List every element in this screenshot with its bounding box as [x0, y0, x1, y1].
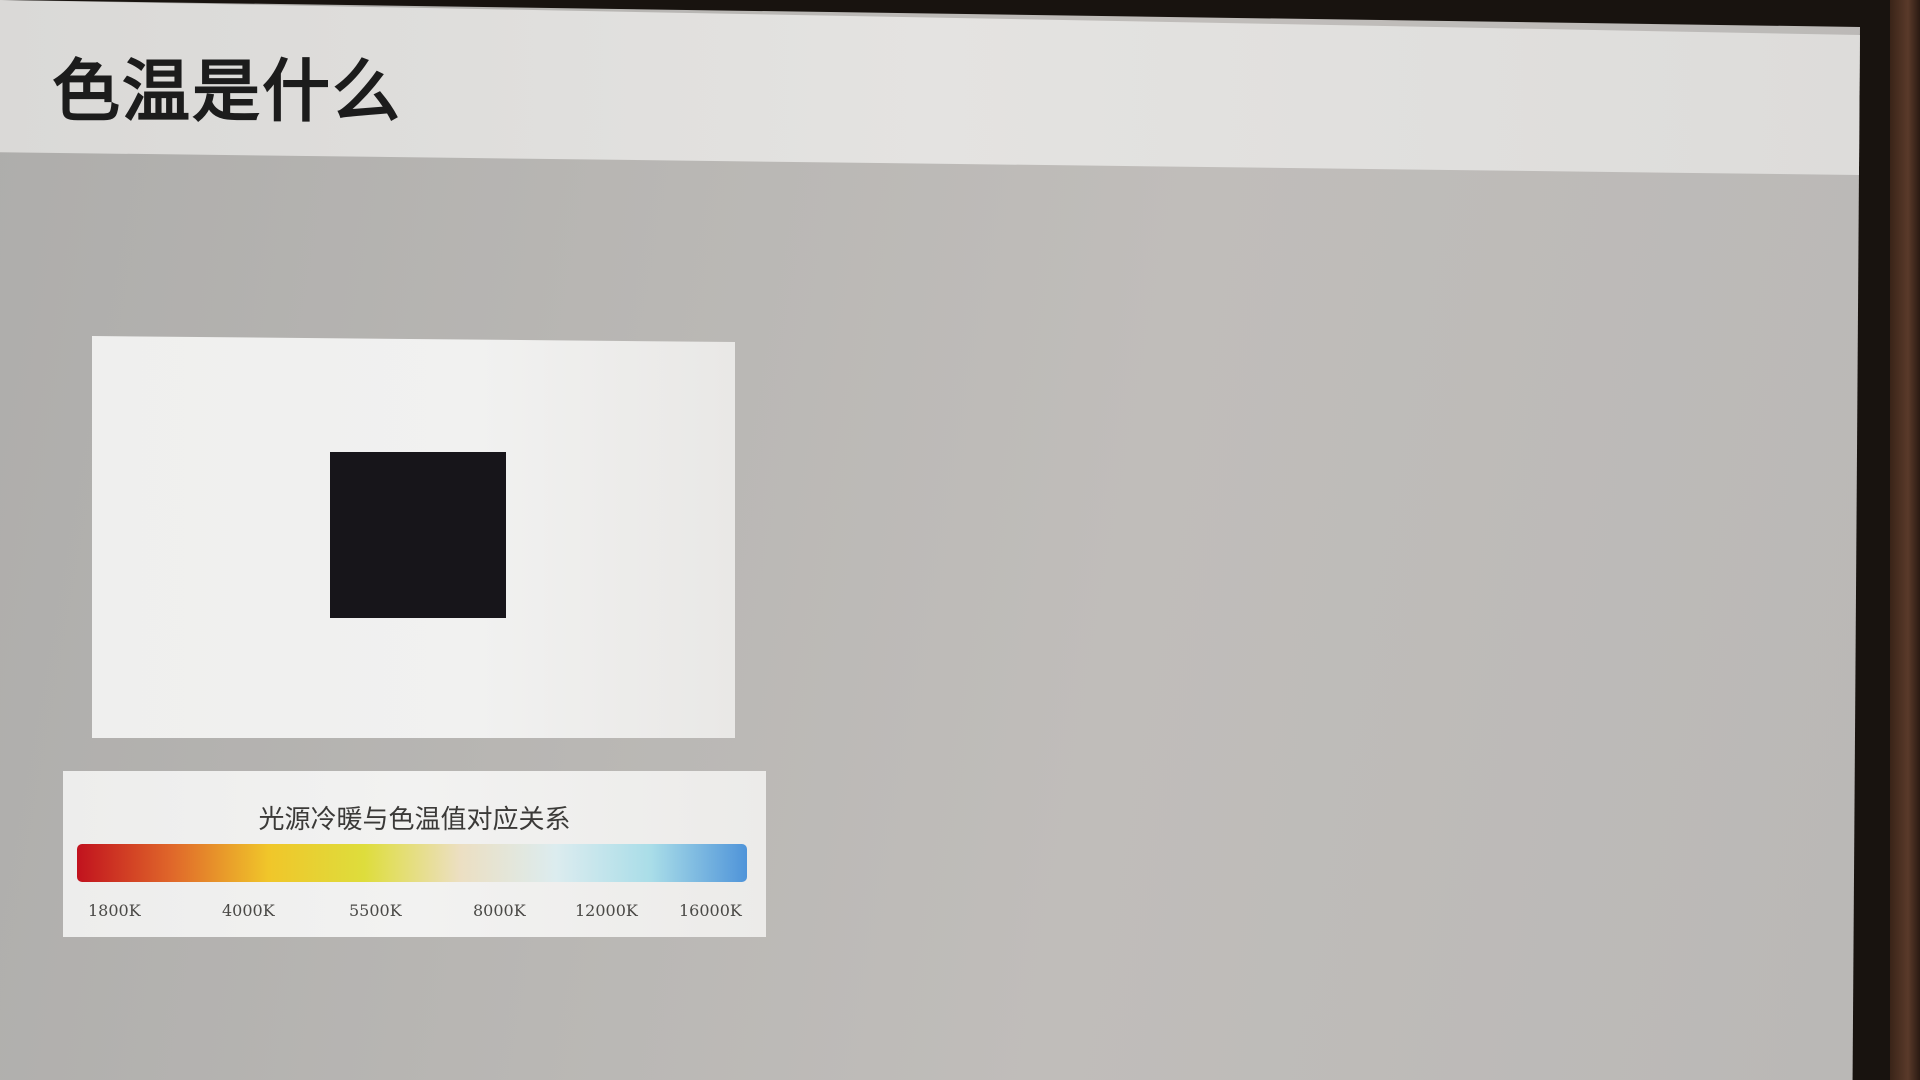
scale-title: 光源冷暖与色温值对应关系	[258, 805, 571, 835]
scale-tick-labels: 1800K 4000K 5500K 8000K 12000K 16000K	[63, 901, 766, 925]
tick-label-16000k: 16000K	[679, 901, 742, 920]
tick-label-8000k: 8000K	[473, 901, 526, 920]
tick-label-12000k: 12000K	[575, 901, 638, 920]
blackbody-illustration	[92, 336, 735, 738]
slide-canvas: 色温是什么 光源冷暖与色温值对应关系 1800K 4000K 5500K 800…	[0, 0, 1860, 1080]
tick-label-1800k: 1800K	[88, 901, 141, 920]
tick-label-4000k: 4000K	[222, 901, 275, 920]
color-temperature-gradient-bar	[77, 844, 747, 882]
tick-label-5500k: 5500K	[349, 901, 402, 920]
title-bar	[0, 0, 1860, 175]
blackbody-square	[330, 452, 506, 618]
page-title: 色温是什么	[52, 53, 403, 132]
color-temperature-scale: 光源冷暖与色温值对应关系 1800K 4000K 5500K 8000K 120…	[63, 771, 766, 937]
monitor-bezel	[1890, 0, 1920, 1080]
